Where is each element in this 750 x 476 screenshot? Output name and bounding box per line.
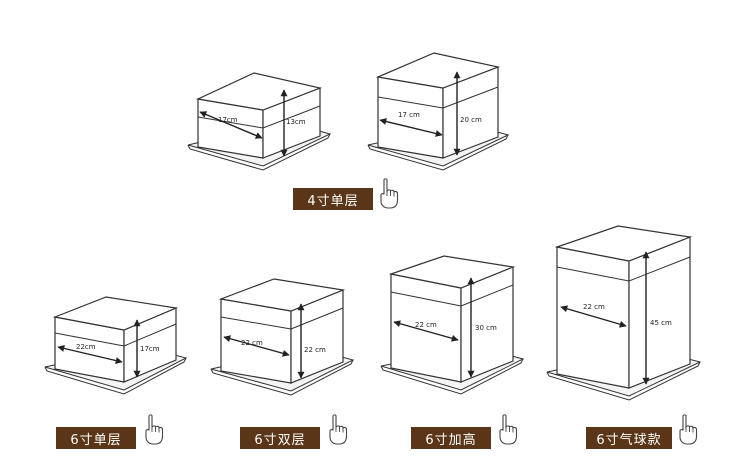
box-front bbox=[556, 246, 630, 389]
width-dimension-label: 22 cm bbox=[583, 303, 605, 311]
pointing-hand-icon bbox=[499, 414, 518, 445]
box-lid bbox=[218, 278, 346, 312]
width-arrow bbox=[393, 320, 459, 342]
box-lid bbox=[195, 72, 323, 111]
box-lid bbox=[52, 296, 179, 331]
height-dimension-label: 22 cm bbox=[304, 346, 326, 354]
width-dimension-label: 17cm bbox=[218, 116, 238, 124]
width-dimension-label: 22 cm bbox=[241, 339, 263, 347]
width-arrow bbox=[57, 345, 123, 364]
width-dimension-label: 22 cm bbox=[415, 321, 437, 329]
width-arrow bbox=[199, 111, 263, 139]
width-arrow bbox=[379, 118, 443, 137]
label-6-inch-double: 6寸双层 bbox=[240, 427, 320, 449]
width-arrow bbox=[223, 335, 290, 357]
box-lid bbox=[554, 225, 693, 262]
box-6-balloon: 22 cm 45 cm bbox=[546, 225, 702, 401]
box-6-single: 22cm 17cm bbox=[44, 296, 188, 395]
height-dimension-label: 20 cm bbox=[460, 116, 482, 124]
box-lid bbox=[375, 52, 501, 89]
height-dimension-label: 13cm bbox=[286, 118, 306, 126]
label-6-inch-tall: 6寸加高 bbox=[411, 427, 491, 449]
width-dimension-label: 22cm bbox=[76, 343, 96, 351]
label-6-inch-single: 6寸单层 bbox=[56, 427, 136, 449]
width-dimension-label: 17 cm bbox=[398, 111, 420, 119]
width-arrow bbox=[560, 305, 627, 328]
pointing-hand-icon bbox=[380, 178, 399, 209]
pointing-hand-icon bbox=[145, 414, 164, 445]
box-4-single-b: 17 cm 20 cm bbox=[367, 52, 510, 171]
box-side bbox=[628, 236, 691, 389]
box-6-tall: 22 cm 30 cm bbox=[380, 255, 525, 395]
box-lid bbox=[388, 255, 516, 289]
pointing-hand-icon bbox=[679, 414, 698, 445]
height-dimension-label: 30 cm bbox=[475, 324, 497, 332]
height-dimension-label: 45 cm bbox=[650, 319, 672, 327]
pointing-hand-icon bbox=[329, 414, 348, 445]
box-4-single-a: 17cm 13cm bbox=[187, 72, 332, 171]
height-dimension-label: 17cm bbox=[140, 345, 160, 353]
label-6-inch-balloon: 6寸气球款 bbox=[586, 427, 672, 449]
label-4-inch-single: 4寸单层 bbox=[293, 188, 373, 210]
box-6-double: 22 cm 22 cm bbox=[210, 278, 355, 396]
